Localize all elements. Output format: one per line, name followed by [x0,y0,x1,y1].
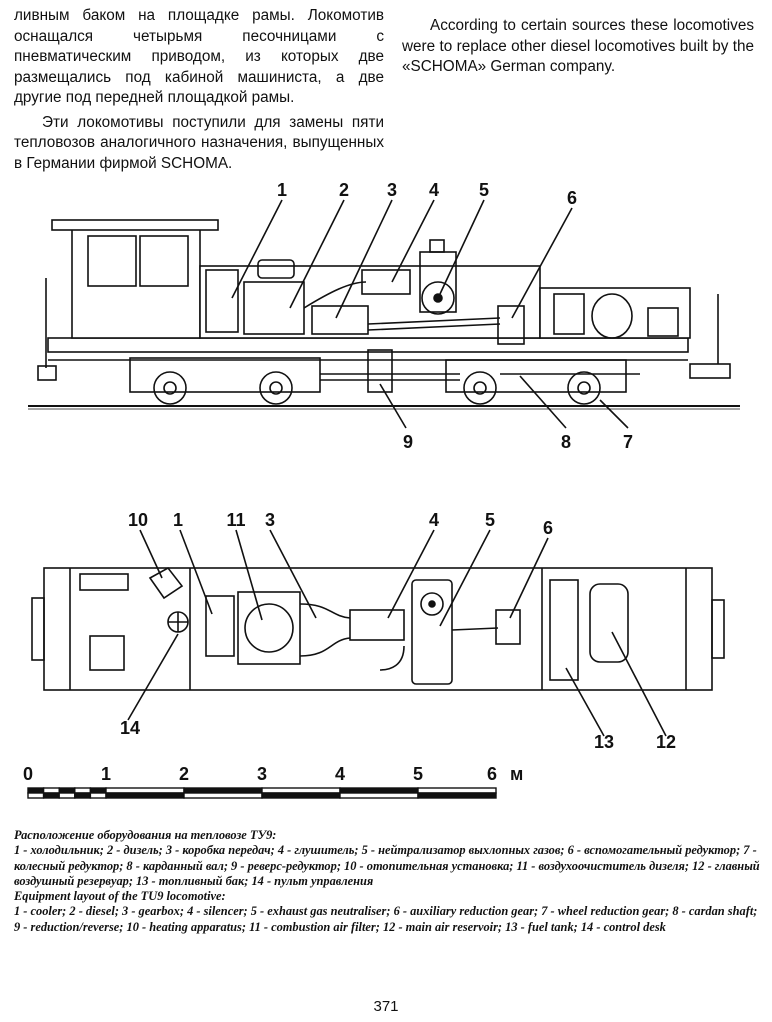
scale-segment [183,792,263,799]
scale-tick-6: 6 [487,764,497,784]
scale-bar: 0 1 2 3 4 5 6 м [23,764,523,799]
scale-segment [339,792,419,799]
scale-subdivision [74,787,92,794]
scale-tick-3: 3 [257,764,267,784]
scale-subdivision [58,787,76,794]
scale-segment [417,787,497,794]
scale-subdivision [89,792,107,799]
side-label-4: 4 [429,180,439,200]
caption-en-legend: 1 - cooler; 2 - diesel; 3 - gearbox; 4 -… [14,904,758,934]
top-label-6: 6 [543,518,553,538]
top-label-10: 10 [128,510,148,530]
scale-segment [261,787,341,794]
scale-tick-4: 4 [335,764,345,784]
top-label-4: 4 [429,510,439,530]
side-label-6: 6 [567,188,577,208]
side-label-1: 1 [277,180,287,200]
scale-subdivision [74,792,92,799]
scale-subdivision [58,792,76,799]
scale-tick-2: 2 [179,764,189,784]
scale-tick-0: 0 [23,764,33,784]
top-label-12: 12 [656,732,676,748]
side-label-7: 7 [623,432,633,452]
scale-subdivision [89,787,107,794]
scale-tick-5: 5 [413,764,423,784]
scale-segment [261,792,341,799]
russian-text-column: ливным баком на площадке рамы. Локомотив… [14,6,384,174]
scale-segment [105,792,185,799]
scale-segment [417,792,497,799]
side-label-2: 2 [339,180,349,200]
scale-segment [105,787,185,794]
top-label-1: 1 [173,510,183,530]
top-label-3: 3 [265,510,275,530]
top-label-13: 13 [594,732,614,748]
caption-ru-legend: 1 - холодильник; 2 - дизель; 3 - коробка… [14,843,760,888]
top-label-5: 5 [485,510,495,530]
russian-paragraph-1: ливным баком на площадке рамы. Локомотив… [14,7,384,106]
locomotive-top-view-drawing: 10 1 11 3 4 5 6 12 13 14 [31,510,725,748]
side-label-5: 5 [479,180,489,200]
russian-paragraph-2: Эти локомотивы поступили для замены пяти… [14,113,384,172]
scale-subdivision [42,792,60,799]
top-label-14: 14 [120,718,140,738]
scale-segment [339,787,419,794]
page-number: 371 [373,998,399,1015]
scale-unit: м [510,764,523,784]
side-label-9: 9 [403,432,413,452]
english-text-column: According to certain sources these locom… [402,17,754,75]
caption-en-title: Equipment layout of the TU9 locomotive: [14,889,226,904]
locomotive-side-view-drawing: 1 2 3 4 5 6 7 8 9 [28,180,740,452]
top-label-11: 11 [226,510,245,530]
scale-tick-1: 1 [101,764,111,784]
figure-caption: Расположение оборудования на тепловозе Т… [14,828,762,935]
scale-segment [183,787,263,794]
side-label-3: 3 [387,180,397,200]
side-label-8: 8 [561,432,571,452]
scale-subdivision [27,787,45,794]
scale-subdivision [42,787,60,794]
scale-subdivision [27,792,45,799]
caption-ru-title: Расположение оборудования на тепловозе Т… [14,828,277,842]
